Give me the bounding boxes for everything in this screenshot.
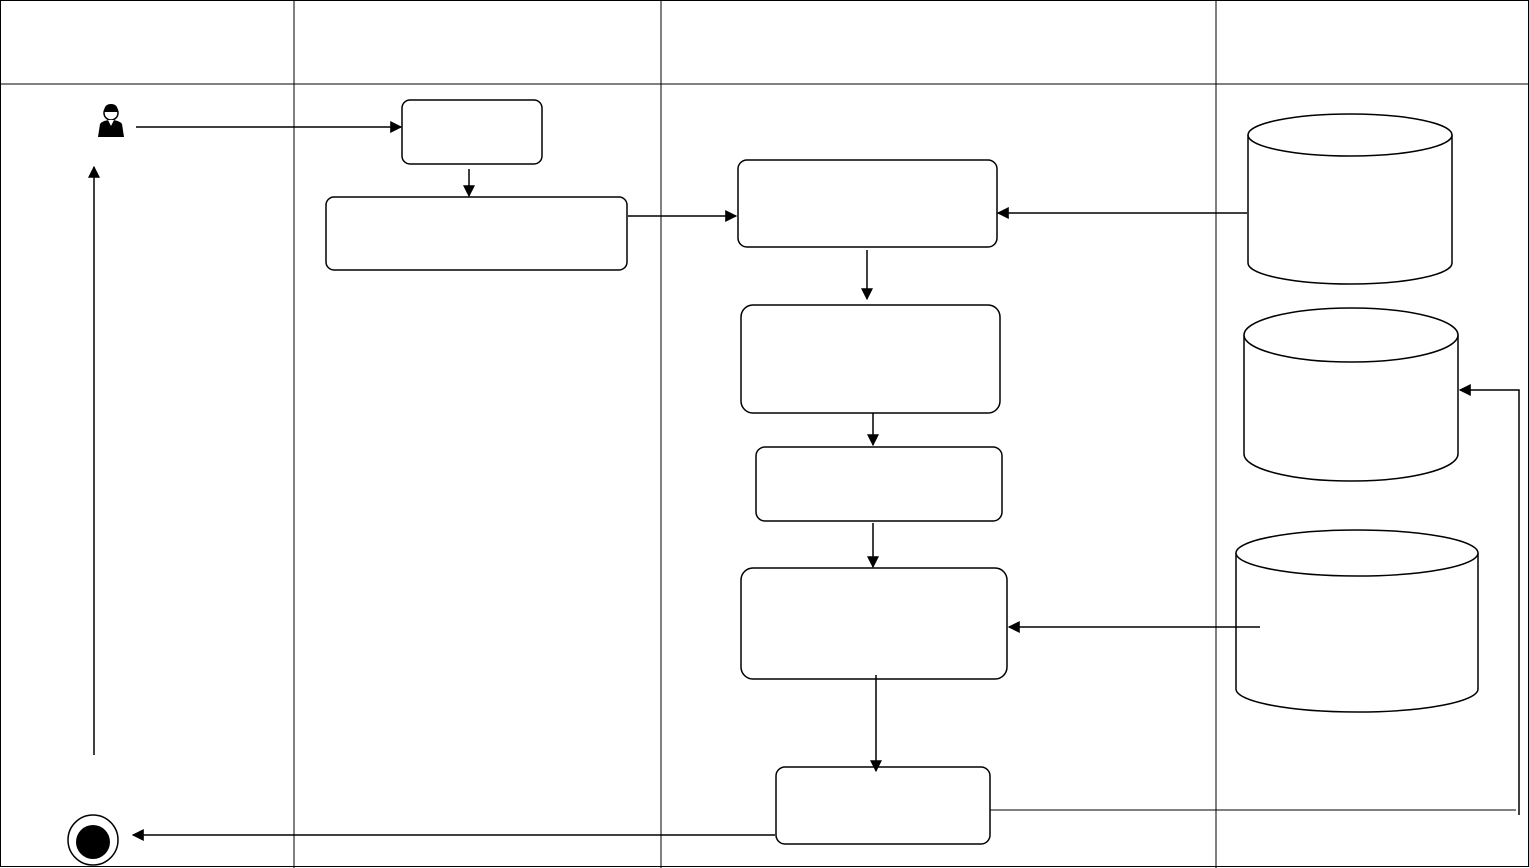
database-1 — [1247, 113, 1453, 285]
process-box-b — [325, 196, 628, 271]
final-node — [67, 814, 119, 866]
database-3 — [1235, 529, 1479, 713]
process-box-g — [775, 766, 991, 845]
process-box-a — [401, 99, 543, 165]
process-box-e — [755, 446, 1003, 522]
database-2 — [1243, 307, 1459, 482]
process-box-c — [737, 159, 998, 248]
process-box-f — [740, 567, 1008, 680]
arrow-box-g-to-db-2-riser — [1458, 384, 1520, 815]
process-box-d — [740, 304, 1001, 414]
actor-icon — [98, 104, 124, 137]
